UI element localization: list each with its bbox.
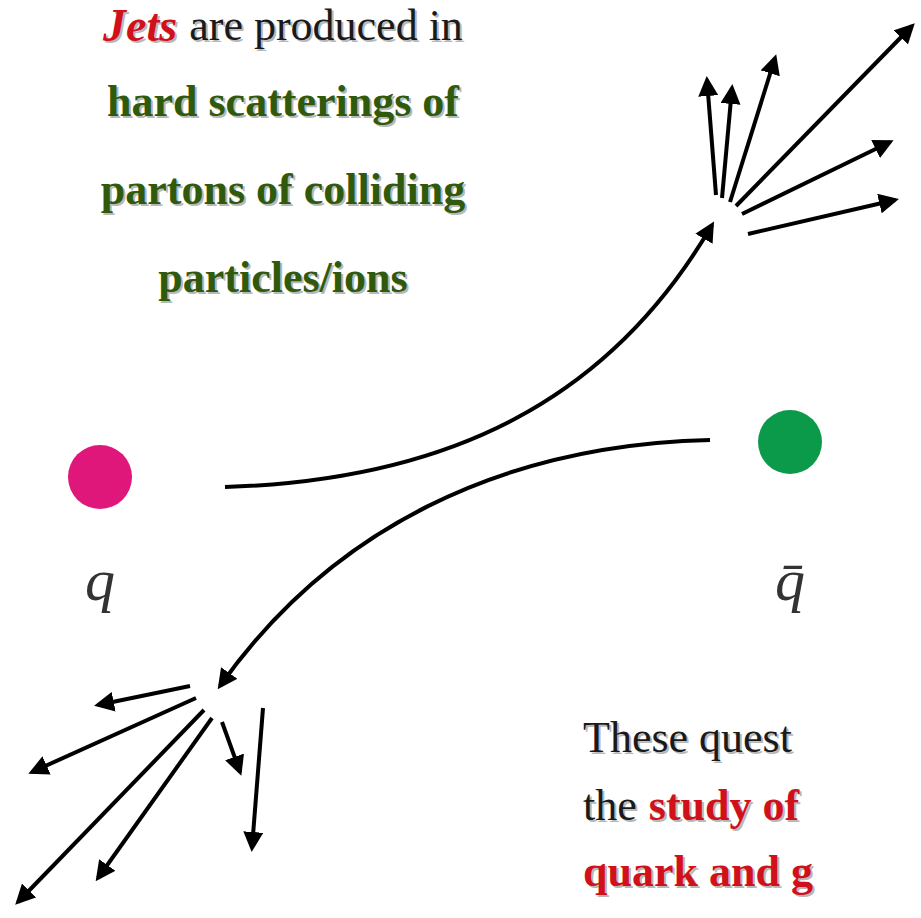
jet-arrow (222, 722, 240, 772)
caption-text: study of (649, 782, 799, 830)
parton-dot (758, 410, 822, 474)
jet-arrow (252, 708, 263, 848)
jet-arrow (736, 26, 912, 206)
caption-text: hard scatterings of (107, 78, 459, 126)
caption-text: quark and g (583, 848, 813, 896)
caption-text: particles/ions (158, 254, 407, 302)
caption-text: the (583, 782, 637, 830)
parton-label: q (85, 550, 115, 610)
caption-text: are produced in (189, 2, 463, 50)
caption-text: Jets (103, 1, 177, 52)
jet-arrow (748, 200, 895, 234)
parton-path (220, 440, 710, 686)
jet-arrow (32, 698, 196, 772)
parton-dot (68, 445, 132, 509)
parton-node: q (40, 445, 160, 618)
jet-arrow (722, 88, 732, 198)
jet-arrow (98, 718, 212, 878)
jet-arrow (742, 142, 890, 214)
jet-arrow (18, 710, 204, 902)
jet-arrow (98, 686, 190, 705)
jet-arrow (730, 58, 775, 202)
caption-text: partons of colliding (101, 166, 465, 214)
parton-label: q̄ (775, 550, 805, 610)
jet-arrow (707, 80, 716, 195)
parton-node: q̄ (730, 410, 850, 618)
caption-text: These quest (583, 714, 792, 762)
